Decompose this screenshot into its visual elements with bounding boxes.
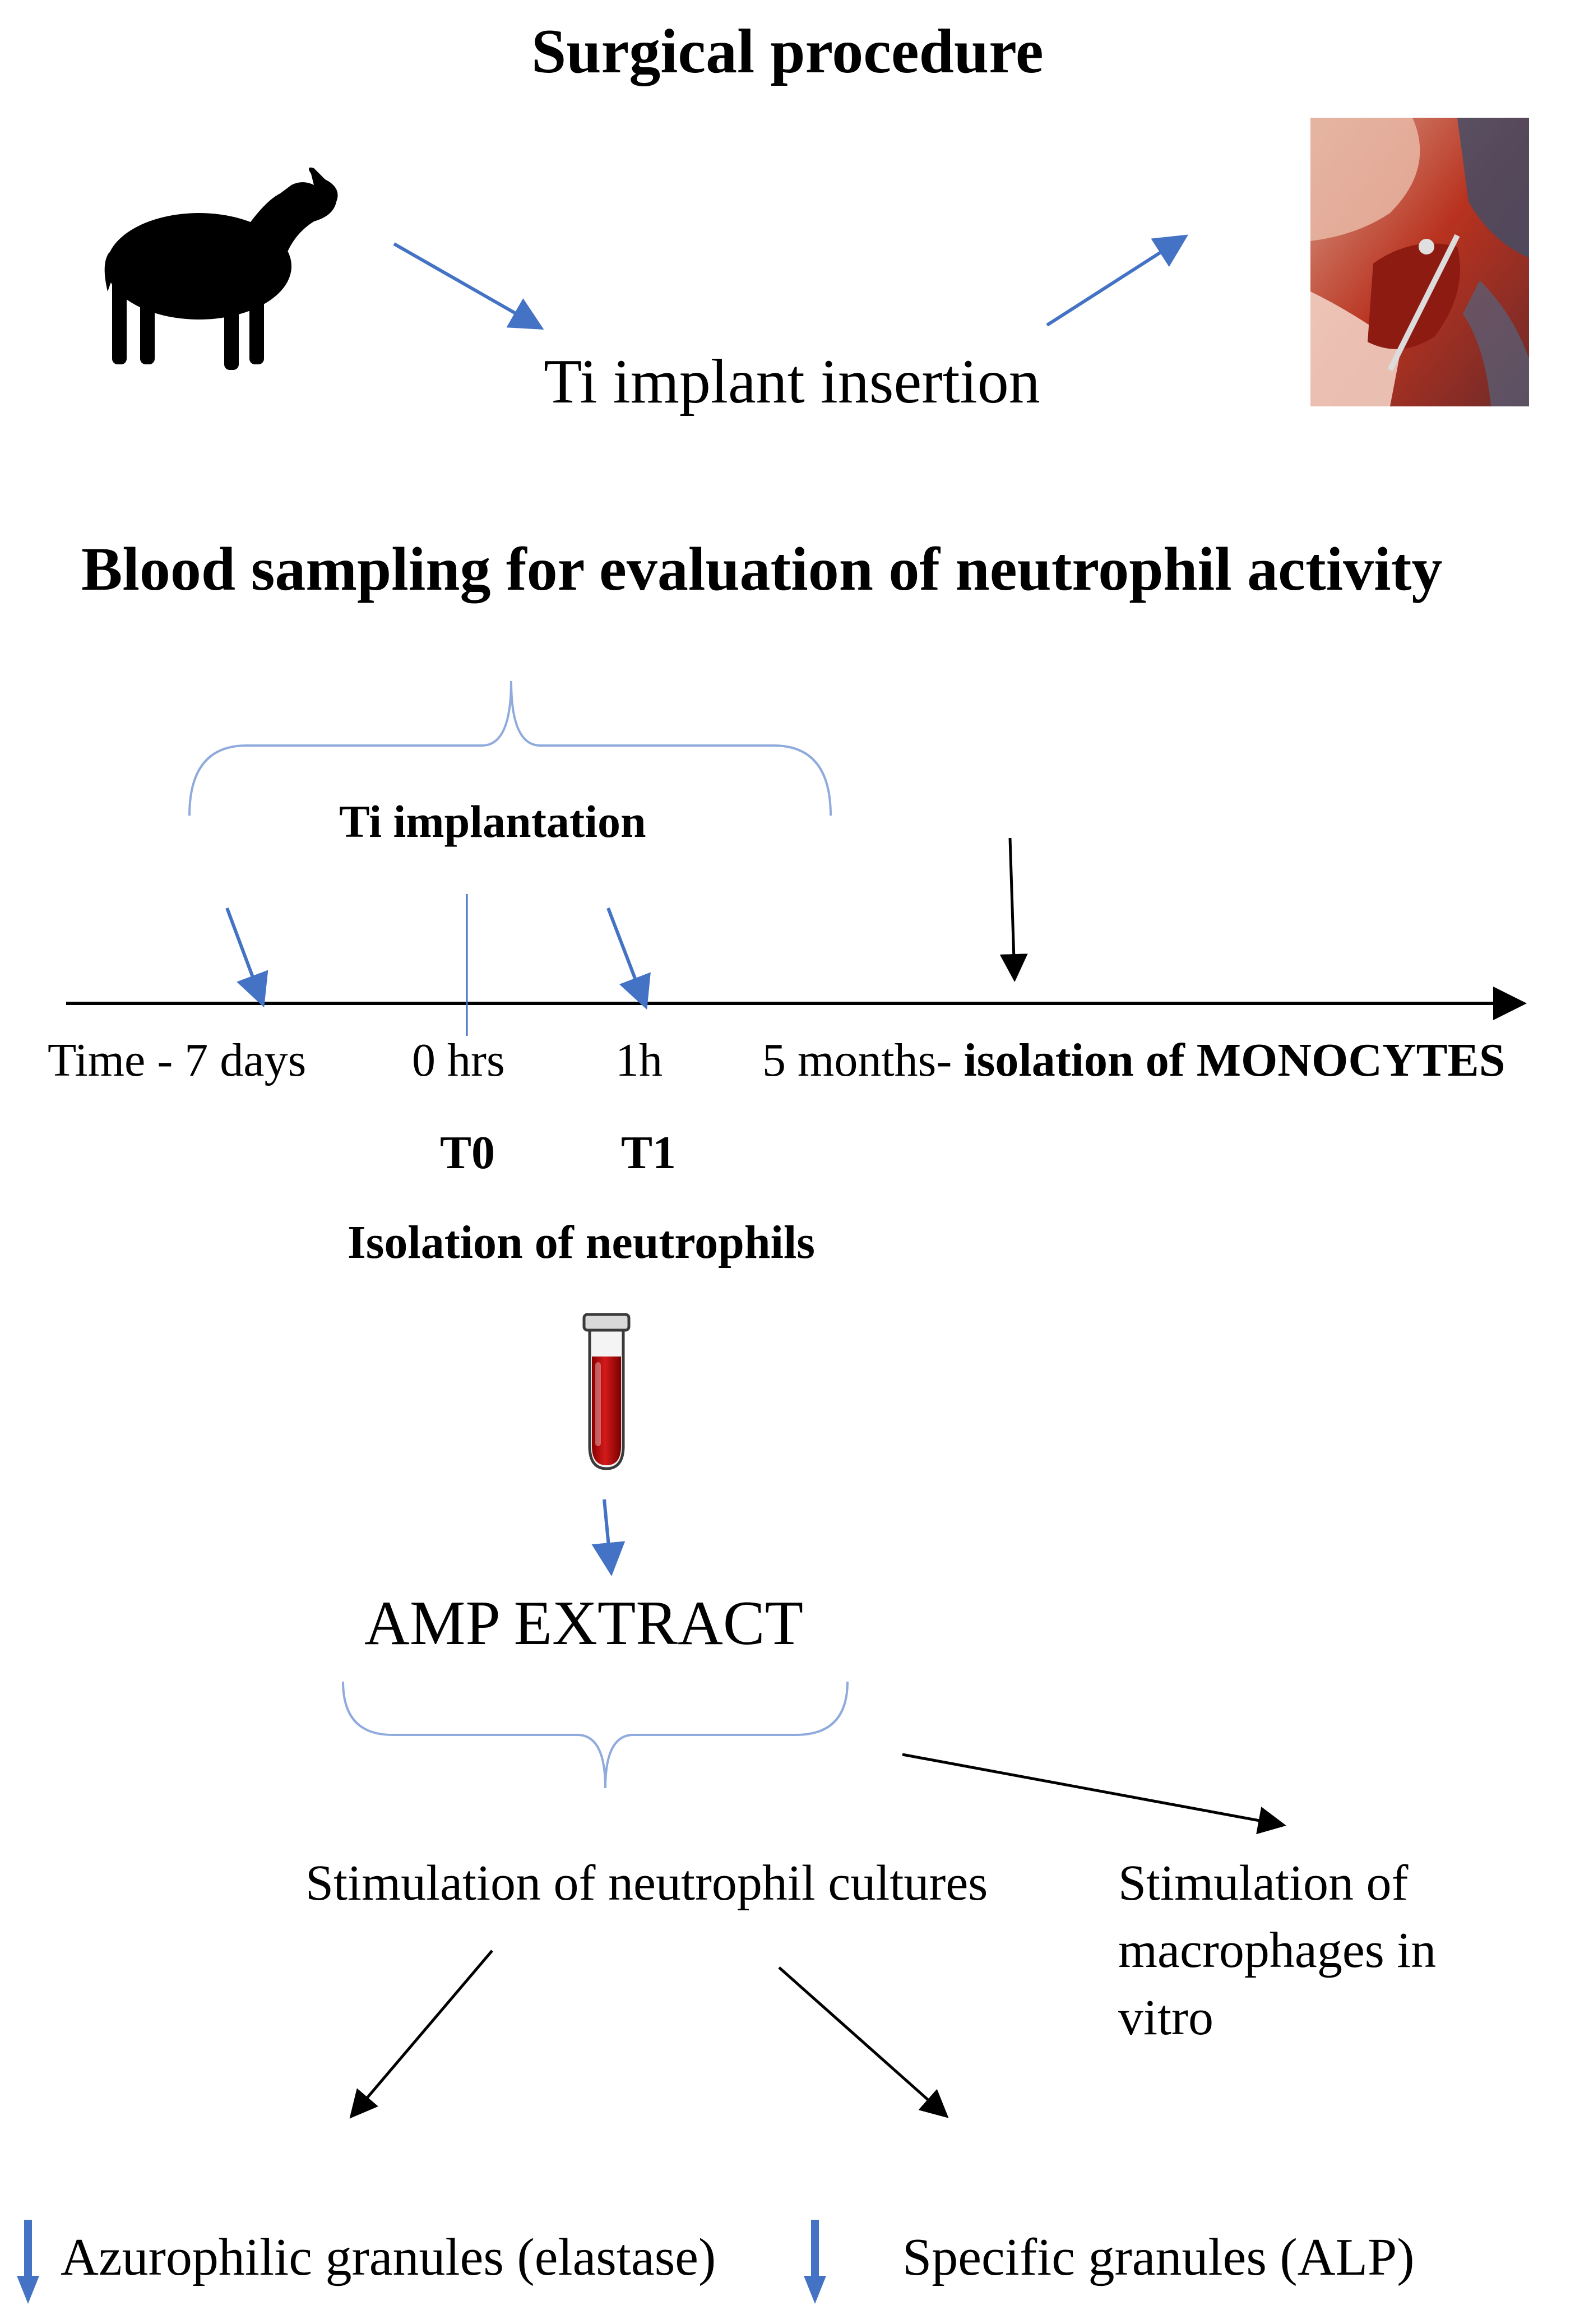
isolation-of-monocytes-label: isolation of MONOCYTES [963,1034,1505,1086]
ti-implantation-brace [188,680,832,816]
t0-label: T0 [440,1127,495,1179]
arrow-sheep-to-implant [393,242,544,330]
tick-label-minus-7-days: Time - 7 days [48,1034,307,1086]
tick-label-0-hrs: 0 hrs [412,1034,505,1086]
arrow-t1 [606,907,651,1010]
surgical-procedure-title: Surgical procedure [531,17,1044,86]
macrophage-stimulation-line-1: Stimulation of [1118,1855,1409,1911]
arrow-implant-to-photo [1046,234,1189,327]
surgical-photo [1310,118,1529,406]
arrow-to-macrophages [902,1753,1286,1835]
arrow-to-specific [778,1966,949,2118]
blood-sampling-title: Blood sampling for evaluation of neutrop… [81,535,1443,603]
macrophage-stimulation-line-2: macrophages in [1118,1923,1437,1978]
macrophage-stimulation-line-3: vitro [1118,1990,1213,2045]
ti-implantation-label: Ti implantation [339,796,646,847]
five-months-prefix: 5 months- [762,1034,952,1086]
azurophilic-decrease-arrow-icon [17,2220,39,2304]
tick-label-1h: 1h [615,1034,663,1086]
specific-granules-label: Specific granules (ALP) [902,2228,1415,2286]
arrow-tube-to-extract [591,1499,626,1576]
azurophilic-granules-label: Azurophilic granules (elastase) [61,2228,716,2286]
t1-label: T1 [621,1127,677,1179]
tick-label-5-months: 5 months- isolation of MONOCYTES [762,1037,1505,1084]
arrow-minus7 [225,907,268,1008]
sheep-silhouette-icon [104,167,338,370]
blood-tube-icon [582,1313,631,1470]
isolation-of-neutrophils-label: Isolation of neutrophils [348,1216,815,1269]
ti-implant-insertion-label: Ti implant insertion [544,347,1040,416]
arrow-to-azurophilic [349,1950,493,2119]
amp-extract-label: AMP EXTRACT [364,1589,804,1658]
arrow-5-months [999,837,1028,982]
specific-decrease-arrow-icon [804,2220,826,2304]
stimulation-neutrophil-cultures-label: Stimulation of neutrophil cultures [305,1855,988,1911]
amp-extract-brace [342,1681,849,1789]
